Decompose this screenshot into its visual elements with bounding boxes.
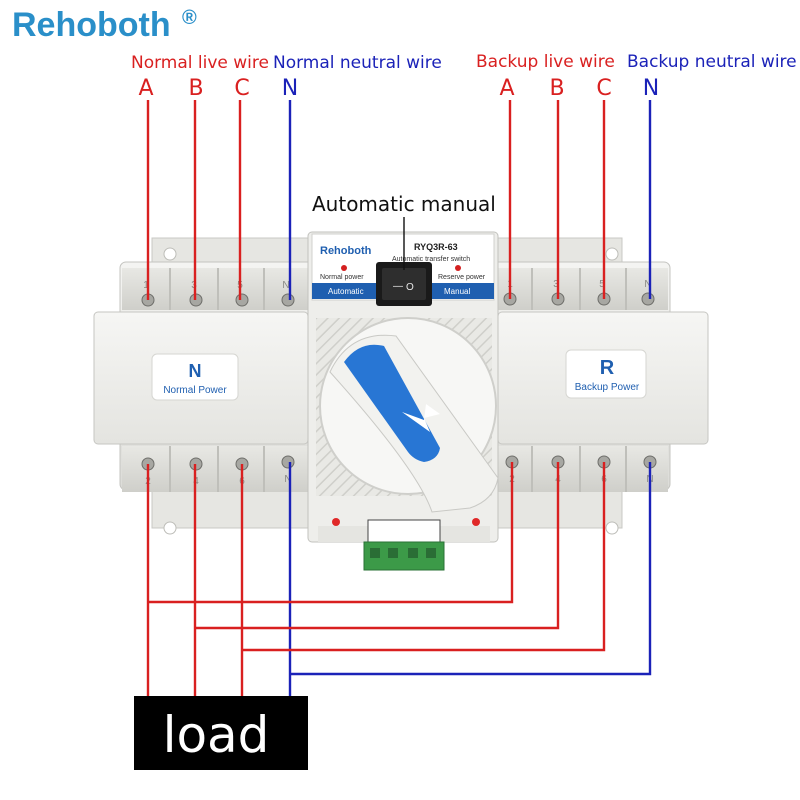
backup-neutral-title: Backup neutral wire	[627, 52, 797, 72]
wire-backup-c-tie	[242, 462, 606, 652]
normal-power-caption: Normal Power	[163, 385, 227, 396]
normal-phase-b: B	[188, 76, 203, 101]
terminal-number: N	[284, 474, 291, 485]
controller-brand: Rehoboth	[320, 245, 372, 257]
automatic-manual-callout: Automatic manual	[312, 192, 496, 216]
wire-backup-a-tie	[148, 462, 514, 604]
brand-logo: Rehoboth	[12, 6, 171, 44]
normal-phase-n: N	[282, 76, 298, 101]
normal-power-led-label: Normal power	[320, 274, 364, 281]
terminal-number: 1	[143, 280, 149, 291]
transfer-switch-device: 1 3 5 N 1 3 5 N 2 4 6 N 2 4 6 N	[93, 231, 709, 571]
terminal-number: N	[282, 280, 289, 291]
backup-power-caption: Backup Power	[575, 382, 640, 393]
reserve-power-led	[455, 265, 461, 271]
control-wiring-label	[367, 519, 441, 545]
normal-live-title: Normal live wire	[131, 53, 269, 73]
mode-automatic-label: Automatic	[328, 287, 364, 296]
mode-manual-label: Manual	[444, 287, 470, 296]
terminal-number: N	[644, 279, 651, 290]
brand-trademark: ®	[182, 7, 197, 29]
terminal-screw[interactable]	[281, 455, 295, 469]
controller-subtitle: Automatic transfer switch	[392, 256, 470, 263]
normal-power-label	[151, 353, 239, 401]
backup-phase-b: B	[549, 76, 564, 101]
mount-hole	[605, 247, 619, 261]
backup-live-title: Backup live wire	[476, 52, 615, 72]
svg-text:—: —	[393, 281, 403, 292]
normal-power-led	[341, 265, 347, 271]
normal-neutral-title: Normal neutral wire	[273, 53, 442, 73]
backup-phase-a: A	[499, 76, 514, 101]
handle-grip[interactable]	[344, 344, 440, 462]
load-label: load	[163, 706, 270, 764]
terminal-screw[interactable]	[281, 293, 295, 307]
reserve-power-led-label: Reserve power	[438, 274, 486, 281]
backup-power-label	[565, 349, 647, 399]
mount-hole	[605, 521, 619, 535]
normal-phase-a: A	[138, 76, 153, 101]
wire-backup-b-tie	[195, 462, 560, 630]
backup-phase-n: N	[643, 76, 659, 101]
load-box	[134, 696, 308, 770]
svg-text:O: O	[406, 282, 414, 293]
normal-power-letter: N	[189, 361, 202, 381]
backup-phase-c: C	[596, 76, 611, 101]
terminal-screw[interactable]	[641, 292, 655, 306]
normal-phase-c: C	[234, 76, 249, 101]
backup-power-letter: R	[600, 357, 615, 379]
rotary-handle[interactable]	[319, 317, 499, 513]
bottom-terminal-block-left	[122, 446, 308, 492]
mount-hole	[163, 247, 177, 261]
terminal-number: 5	[599, 279, 605, 290]
reserve-indicator-led	[472, 518, 480, 526]
top-terminal-block-right	[498, 268, 668, 310]
terminal-number: 3	[553, 279, 559, 290]
normal-indicator-led	[332, 518, 340, 526]
controller-model: RYQ3R-63	[414, 242, 458, 252]
arrow-down-right-icon	[402, 404, 440, 432]
rocker-switch-icon[interactable]: — O	[376, 262, 432, 306]
mount-hole	[163, 521, 177, 535]
wire-backup-n-tie	[290, 462, 652, 676]
terminal-screw[interactable]	[235, 293, 249, 307]
terminal-number: 4	[193, 476, 199, 487]
bottom-terminal-block-right	[498, 446, 668, 492]
